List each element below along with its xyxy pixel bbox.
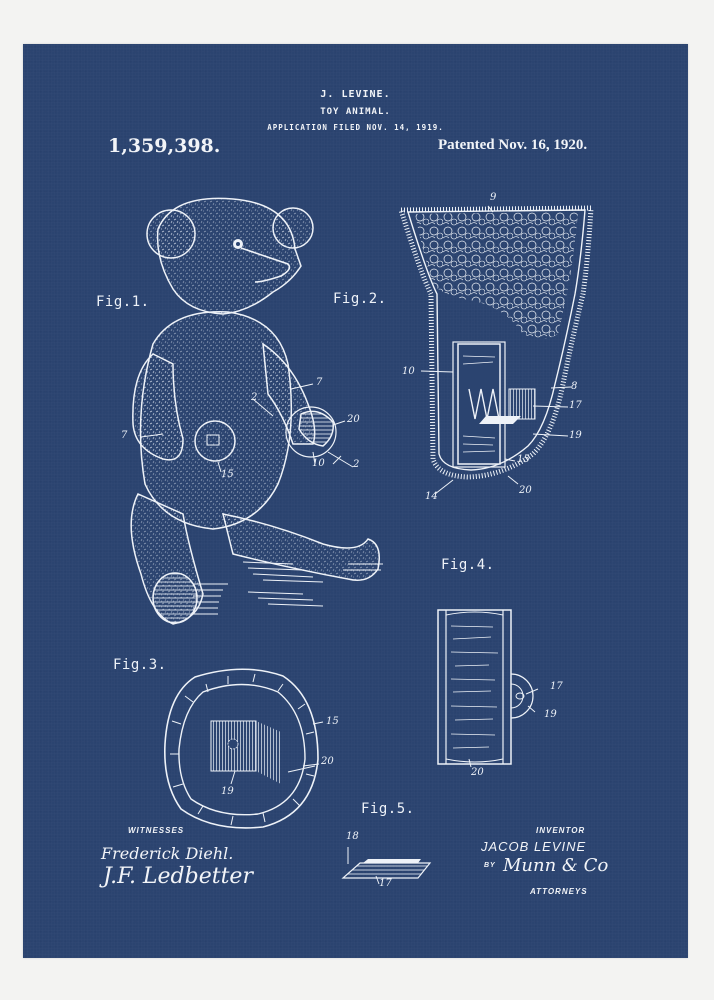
attorney-signature: Munn & Co: [503, 855, 609, 876]
fig5-ref-18: 18: [346, 831, 359, 842]
patented-date: Patented Nov. 16, 1920.: [438, 137, 588, 153]
attorneys-label: ATTORNEYS: [530, 887, 588, 896]
fig2-ref-10: 10: [402, 366, 415, 377]
fig1-label: Fig.1.: [96, 294, 150, 310]
fig4-label: Fig.4.: [441, 557, 495, 573]
cross-section-drawing: [397, 205, 594, 495]
reed-plate-drawing: [341, 847, 432, 885]
fig1-ref-10: 10: [312, 458, 325, 469]
patent-number: 1,359,398.: [108, 135, 221, 157]
fig1-ref-15: 15: [221, 469, 234, 480]
fig3-ref-20: 20: [321, 756, 334, 767]
teddy-bear-drawing: [130, 197, 383, 625]
fig1-ref-20: 20: [347, 414, 360, 425]
fig2-label: Fig.2.: [333, 291, 387, 307]
inventor-label: INVENTOR: [536, 826, 586, 835]
blueprint-panel: J. LEVINE. TOY ANIMAL. APPLICATION FILED…: [23, 44, 688, 958]
fig1-ref-2a: 2: [251, 392, 258, 403]
witness-signature-2: J.F. Ledbetter: [103, 864, 253, 889]
fig5-label: Fig.5.: [361, 801, 415, 817]
fig4-ref-20: 20: [471, 767, 484, 778]
by-label: BY: [484, 862, 496, 869]
fig1-ref-7b: 7: [316, 377, 323, 388]
witnesses-label: WITNESSES: [128, 826, 185, 835]
fig4-ref-17: 17: [550, 681, 563, 692]
fig3-label: Fig.3.: [113, 657, 167, 673]
fig1-ref-2b: 2: [353, 459, 360, 470]
application-filed: APPLICATION FILED NOV. 14, 1919.: [267, 123, 444, 132]
fig3-ref-15: 15: [326, 716, 339, 727]
fig2-ref-20: 20: [519, 485, 532, 496]
fig5-ref-17: 17: [379, 878, 392, 889]
fig3-ref-19: 19: [221, 786, 234, 797]
fig2-ref-15: 15: [517, 454, 530, 465]
inventor-full-name: JACOB LEVINE: [481, 839, 587, 854]
patent-title: TOY ANIMAL.: [320, 107, 391, 117]
inventor-header: J. LEVINE.: [320, 89, 391, 100]
fig2-ref-8: 8: [571, 381, 578, 392]
fig2-ref-14: 14: [425, 491, 438, 502]
fig2-ref-17: 17: [569, 400, 582, 411]
witness-signature-1: Frederick Diehl.: [101, 844, 234, 863]
fig2-ref-9: 9: [490, 192, 497, 203]
cylinder-side-drawing: [437, 609, 539, 768]
fig2-ref-19: 19: [569, 430, 582, 441]
foot-pad-drawing: [164, 668, 324, 829]
fig4-ref-19: 19: [544, 709, 557, 720]
fig1-ref-7a: 7: [121, 430, 128, 441]
